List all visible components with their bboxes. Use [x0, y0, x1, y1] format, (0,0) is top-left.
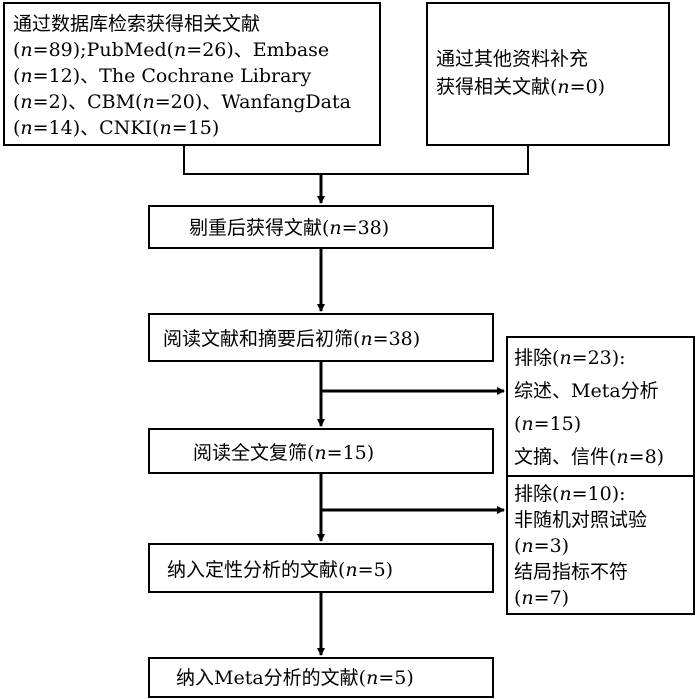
text-segment: 排除( [514, 483, 560, 505]
italic-n: n [521, 587, 534, 609]
meta-analysis-text: 纳入Meta分析的文献(n=5) [176, 666, 414, 690]
text-segment: ( [13, 91, 21, 113]
italic-n: n [521, 413, 534, 435]
italic-n: n [329, 217, 342, 239]
qualitative-text: 纳入定性分析的文献(n=5) [167, 558, 393, 582]
italic-n: n [559, 483, 572, 505]
italic-n: n [20, 65, 33, 87]
exclusion-text-2: 排除(n=10):非随机对照试验(n=3)结局指标不符(n=7) [514, 481, 647, 611]
italic-n: n [557, 76, 570, 98]
text-segment: ( [514, 535, 522, 557]
text-segment: ( [13, 117, 21, 139]
text-line: 排除(n=23): [514, 342, 664, 375]
italic-n: n [142, 91, 155, 113]
text-line: 结局指标不符 [514, 559, 647, 585]
text-segment: =5) [378, 667, 414, 689]
italic-n: n [559, 347, 572, 369]
exclusion-box-2: 排除(n=10):非随机对照试验(n=3)结局指标不符(n=7) [506, 475, 695, 615]
text-segment: 阅读全文复筛( [193, 442, 315, 464]
initial-screen-text: 阅读文献和摘要后初筛(n=38) [163, 327, 420, 351]
italic-n: n [360, 328, 373, 350]
text-segment: =15) [533, 413, 582, 435]
italic-n: n [314, 442, 327, 464]
italic-n: n [174, 39, 187, 61]
text-line: (n=3) [514, 533, 647, 559]
text-segment: =89);PubMed( [32, 39, 175, 61]
text-segment: =26)、Embase [186, 39, 330, 61]
text-line: 通过数据库检索获得相关文献 [13, 11, 351, 37]
text-segment: =5) [357, 559, 394, 581]
text-segment: =20)、WanfangData [154, 91, 351, 113]
text-line: 文摘、信件(n=8) [514, 441, 664, 474]
dedup-box: 剔重后获得文献(n=38) [148, 205, 494, 249]
text-line: 阅读文献和摘要后初筛(n=38) [163, 327, 420, 351]
text-segment: 文摘、信件( [514, 446, 617, 468]
text-segment: =38) [372, 328, 421, 350]
text-segment: 阅读文献和摘要后初筛( [163, 328, 361, 350]
text-segment: =0) [569, 76, 606, 98]
text-segment: 非随机对照试验 [514, 509, 648, 531]
text-segment: ( [514, 413, 522, 435]
text-segment: =38) [341, 217, 390, 239]
text-segment: =10): [571, 483, 626, 505]
text-segment: 纳入Meta分析的文献( [176, 667, 367, 689]
italic-n: n [20, 39, 33, 61]
text-line: 获得相关文献(n=0) [436, 73, 605, 101]
text-line: 阅读全文复筛(n=15) [193, 441, 374, 465]
text-segment: 综述、Meta分析 [514, 380, 659, 402]
text-segment: =12)、The Cochrane Library [32, 65, 312, 87]
text-segment: =14)、CNKI( [32, 117, 160, 139]
italic-n: n [20, 91, 33, 113]
italic-n: n [20, 117, 33, 139]
text-line: (n=2)、CBM(n=20)、WanfangData [13, 89, 351, 115]
text-segment: 通过数据库检索获得相关文献 [13, 13, 261, 35]
text-segment: 通过其他资料补充 [436, 48, 589, 70]
other-sources-box: 通过其他资料补充获得相关文献(n=0) [426, 2, 670, 146]
text-line: (n=89);PubMed(n=26)、Embase [13, 37, 351, 63]
qualitative-box: 纳入定性分析的文献(n=5) [148, 543, 494, 593]
text-line: 排除(n=10): [514, 481, 647, 507]
text-segment: =3) [533, 535, 570, 557]
text-line: (n=15) [514, 408, 664, 441]
text-line: 非随机对照试验 [514, 507, 647, 533]
dedup-text: 剔重后获得文献(n=38) [189, 216, 389, 240]
text-segment: 结局指标不符 [514, 561, 629, 583]
fulltext-screen-text: 阅读全文复筛(n=15) [193, 441, 374, 465]
text-line: (n=14)、CNKI(n=15) [13, 115, 351, 141]
database-search-box: 通过数据库检索获得相关文献(n=89);PubMed(n=26)、Embase(… [3, 2, 381, 146]
text-line: 通过其他资料补充 [436, 45, 605, 73]
text-line: (n=12)、The Cochrane Library [13, 63, 351, 89]
text-segment: =2)、CBM( [32, 91, 143, 113]
fulltext-screen-box: 阅读全文复筛(n=15) [148, 428, 494, 474]
text-line: 纳入Meta分析的文献(n=5) [176, 666, 414, 690]
text-segment: =7) [533, 587, 570, 609]
initial-screen-box: 阅读文献和摘要后初筛(n=38) [148, 313, 494, 362]
italic-n: n [366, 667, 379, 689]
exclusion-text-1: 排除(n=23):综述、Meta分析(n=15)文摘、信件(n=8) [514, 342, 664, 474]
text-segment: ( [514, 587, 522, 609]
text-segment: =8) [628, 446, 665, 468]
italic-n: n [616, 446, 629, 468]
text-segment: =23): [571, 347, 626, 369]
italic-n: n [521, 535, 534, 557]
other-sources-text: 通过其他资料补充获得相关文献(n=0) [436, 45, 605, 101]
exclusion-box-1: 排除(n=23):综述、Meta分析(n=15)文摘、信件(n=8) [506, 336, 695, 479]
text-segment: 剔重后获得文献( [189, 217, 330, 239]
text-segment: =15) [171, 117, 220, 139]
text-line: 综述、Meta分析 [514, 375, 664, 408]
text-segment: =15) [326, 442, 375, 464]
text-line: 纳入定性分析的文献(n=5) [167, 558, 393, 582]
italic-n: n [159, 117, 172, 139]
text-segment: ( [13, 65, 21, 87]
text-segment: ( [13, 39, 21, 61]
text-segment: 排除( [514, 347, 560, 369]
italic-n: n [345, 559, 358, 581]
meta-analysis-box: 纳入Meta分析的文献(n=5) [148, 657, 494, 698]
text-line: 剔重后获得文献(n=38) [189, 216, 389, 240]
text-segment: 获得相关文献( [436, 76, 558, 98]
text-line: (n=7) [514, 585, 647, 611]
database-search-text: 通过数据库检索获得相关文献(n=89);PubMed(n=26)、Embase(… [13, 11, 351, 141]
text-segment: 纳入定性分析的文献( [167, 559, 346, 581]
